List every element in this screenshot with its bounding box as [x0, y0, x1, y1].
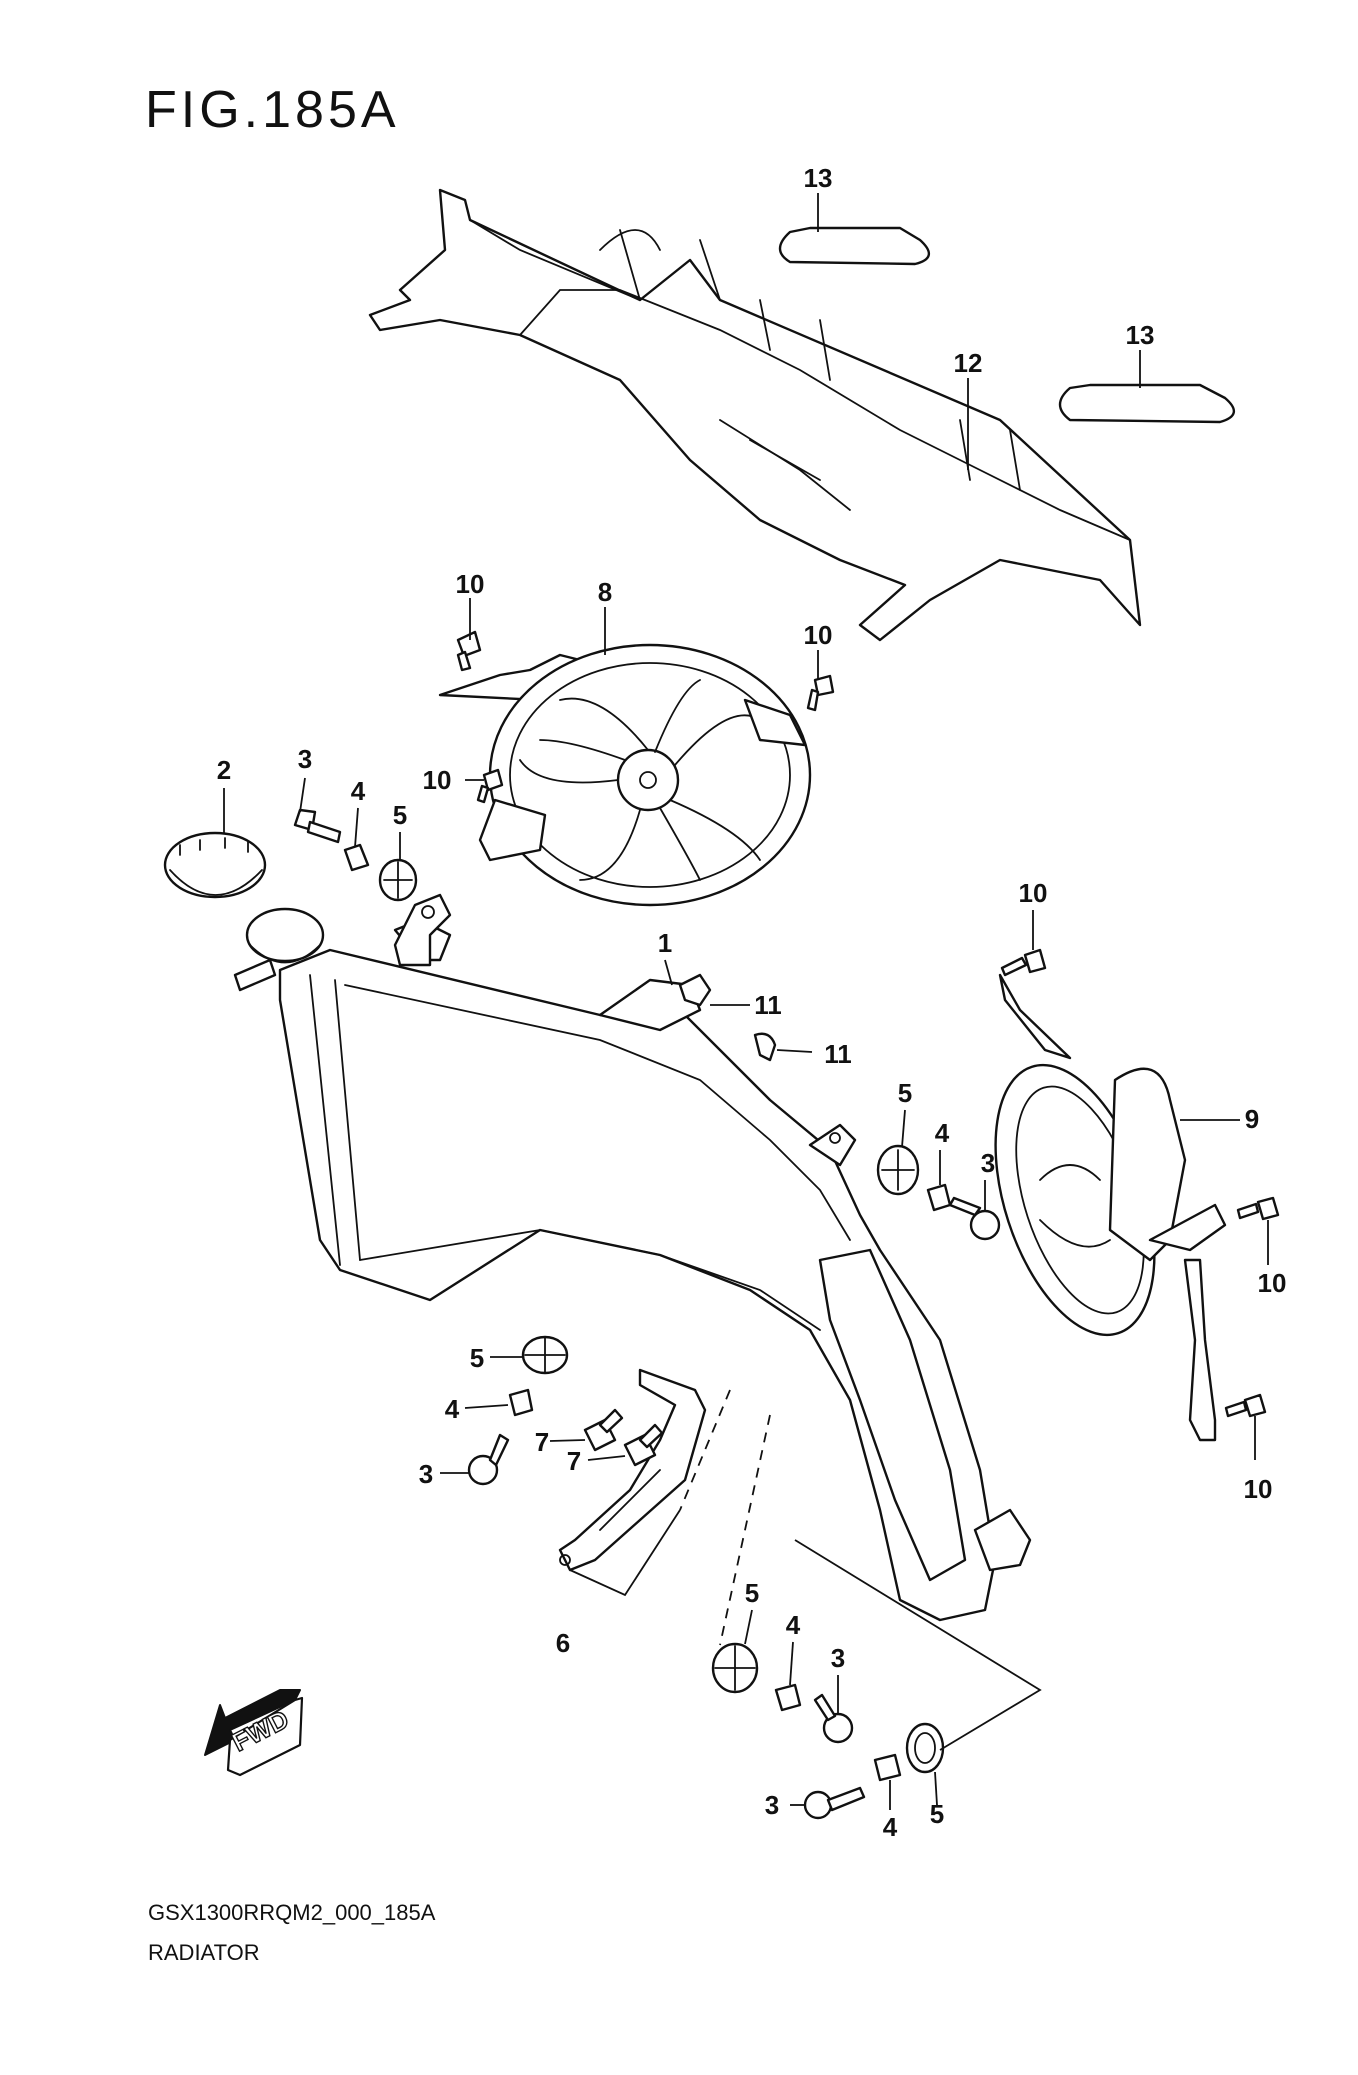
cooling-fan-8: [438, 643, 812, 907]
collar-4-left: [508, 1388, 534, 1417]
callout-4-bottom: 4: [786, 1610, 801, 1640]
callout-11-top: 11: [754, 990, 782, 1020]
figure-title: FIG.185A: [145, 81, 400, 139]
pad-13-right: [1058, 383, 1235, 424]
callout-13-top: 13: [804, 163, 833, 193]
clip-11-top: [678, 973, 712, 1007]
bracket-6: [558, 1368, 707, 1572]
bolt-10-top-right: [806, 674, 835, 712]
grommet-5-lowest: [905, 1722, 945, 1774]
bolt-3-top: [293, 808, 342, 844]
pad-13-top: [778, 226, 930, 266]
bolt-3-mid: [948, 1196, 1001, 1241]
callout-1: 1: [658, 928, 672, 958]
bolt-3-left: [467, 1433, 510, 1486]
bolt-10-side-top: [1000, 948, 1047, 977]
clip-11-bottom: [753, 1032, 777, 1062]
radiator-cap-2: [163, 831, 267, 899]
bolt-10-side-right: [1236, 1196, 1280, 1221]
callout-3-bottom: 3: [831, 1643, 845, 1673]
bolt-10-top-left: [456, 630, 482, 672]
dashed-reference-lines: [679, 1389, 771, 1646]
fwd-arrow-icon: FWD: [204, 1689, 304, 1777]
callout-11-bottom: 11: [824, 1039, 852, 1069]
callout-labels: 13 13 12 8 10 10 10 2 3 4 5 1 11 11 10 9…: [217, 163, 1287, 1842]
callout-4-left: 4: [445, 1394, 460, 1424]
bolt-3-lowest: [803, 1786, 866, 1820]
callout-3-mid: 3: [981, 1148, 995, 1178]
bolt-7-a: [583, 1408, 624, 1452]
cooling-fan-9: [994, 973, 1227, 1442]
grommet-5-mid: [876, 1144, 920, 1196]
model-code: GSX1300RRQM2_000_185A: [148, 1900, 436, 1925]
callout-10-side-bottom: 10: [1244, 1474, 1273, 1504]
grommet-5-top: [378, 858, 418, 902]
bolt-10-fan-left: [476, 768, 504, 804]
collar-4-bottom: [774, 1683, 802, 1712]
callout-7-b: 7: [567, 1446, 581, 1476]
callout-3-left: 3: [419, 1459, 433, 1489]
bolt-10-side-bottom: [1224, 1393, 1267, 1418]
callout-9: 9: [1245, 1104, 1259, 1134]
callout-10-fan-left: 10: [423, 765, 452, 795]
callout-3-top: 3: [298, 744, 312, 774]
callout-6: 6: [556, 1628, 570, 1658]
grommet-5-left: [521, 1335, 569, 1375]
callout-5-lowest: 5: [930, 1799, 944, 1829]
callout-10-side-right: 10: [1258, 1268, 1287, 1298]
shroud-12: [368, 188, 1142, 642]
bolt-3-bottom: [813, 1693, 854, 1744]
callout-5-mid: 5: [898, 1078, 912, 1108]
collar-4-top: [343, 843, 370, 872]
radiator-bracket-tab: [393, 893, 857, 1167]
callout-5-bottom: 5: [745, 1578, 759, 1608]
callout-4-lowest: 4: [883, 1812, 898, 1842]
callout-12: 12: [954, 348, 983, 378]
collar-4-mid: [926, 1183, 952, 1212]
grommet-5-bottom: [711, 1642, 759, 1694]
callout-3-lowest: 3: [765, 1790, 779, 1820]
callout-2: 2: [217, 755, 231, 785]
callout-10-top-left: 10: [456, 569, 485, 599]
collar-4-lowest: [873, 1753, 902, 1782]
filler-neck: [233, 907, 325, 992]
callout-8: 8: [598, 577, 612, 607]
bolt-7-b: [623, 1423, 664, 1467]
callout-4-top: 4: [351, 776, 366, 806]
section-name: RADIATOR: [148, 1940, 260, 1965]
callout-7-a: 7: [535, 1427, 549, 1457]
radiator-1: [278, 918, 1032, 1622]
callout-5-top: 5: [393, 800, 407, 830]
callout-13-right: 13: [1126, 320, 1155, 350]
callout-10-side-top: 10: [1019, 878, 1048, 908]
leader-lines: [223, 193, 1269, 1810]
callout-5-left: 5: [470, 1343, 484, 1373]
callout-10-top-right: 10: [804, 620, 833, 650]
callout-4-mid: 4: [935, 1118, 950, 1148]
